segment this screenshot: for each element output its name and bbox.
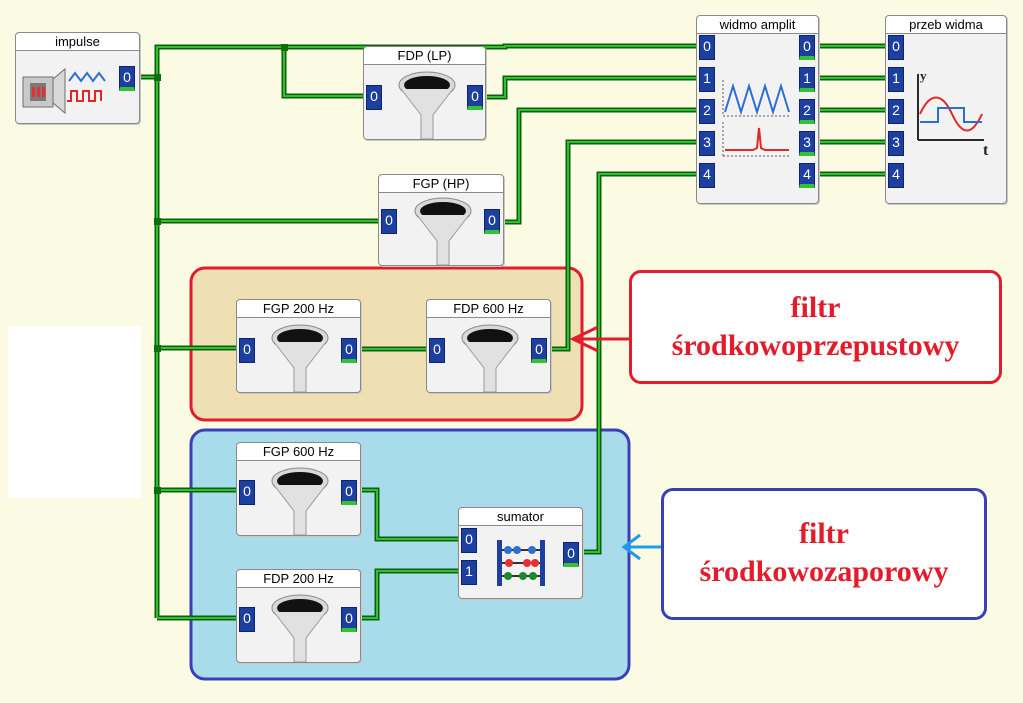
output-port-3[interactable]: 3 <box>799 131 815 156</box>
abacus-icon <box>497 540 545 586</box>
output-port-0[interactable]: 0 <box>799 35 815 60</box>
block-title: FDP 200 Hz <box>237 570 360 588</box>
spectrum-plot-block[interactable]: przeb widma 0 1 2 3 4 y t <box>885 15 1007 204</box>
wire-junctions <box>154 44 288 494</box>
funnel-icon <box>414 197 472 265</box>
block-title: impulse <box>16 33 139 51</box>
impulse-block[interactable]: impulse 0 <box>15 32 140 124</box>
funnel-icon <box>398 71 456 139</box>
blue-arrow <box>621 533 662 561</box>
input-port-2[interactable]: 2 <box>888 99 904 124</box>
output-port[interactable]: 0 <box>467 85 483 110</box>
block-title: FGP 200 Hz <box>237 300 360 318</box>
block-title: FGP (HP) <box>379 175 503 193</box>
input-port-4[interactable]: 4 <box>699 163 715 188</box>
input-port-1[interactable]: 1 <box>699 67 715 92</box>
input-port-2[interactable]: 2 <box>699 99 715 124</box>
input-port-0[interactable]: 0 <box>699 35 715 60</box>
waveform-plot-icon <box>917 74 984 141</box>
input-port-3[interactable]: 3 <box>888 131 904 156</box>
highpass-200hz-block[interactable]: FGP 200 Hz 0 0 <box>236 299 361 393</box>
summer-block[interactable]: sumator 0 1 0 <box>458 507 583 599</box>
output-port[interactable]: 0 <box>484 209 500 234</box>
block-title: FDP (LP) <box>364 47 485 65</box>
block-title: sumator <box>459 508 582 526</box>
output-port[interactable]: 0 <box>341 607 357 632</box>
spectrum-icon <box>722 80 791 157</box>
input-port[interactable]: 0 <box>429 338 445 363</box>
bandstop-callout: filtr środkowozaporowy <box>661 488 987 620</box>
input-port-1[interactable]: 1 <box>888 67 904 92</box>
block-title: FGP 600 Hz <box>237 443 360 461</box>
input-port-1[interactable]: 1 <box>461 560 477 585</box>
y-axis-label: y <box>920 68 927 83</box>
output-port[interactable]: 0 <box>563 542 579 567</box>
white-patch <box>8 326 141 498</box>
input-port[interactable]: 0 <box>366 85 382 110</box>
output-port-4[interactable]: 4 <box>799 163 815 188</box>
lowpass-600hz-block[interactable]: FDP 600 Hz 0 0 <box>426 299 551 393</box>
callout-line-2: środkowozaporowy <box>699 555 949 588</box>
input-port-4[interactable]: 4 <box>888 163 904 188</box>
output-port-2[interactable]: 2 <box>799 99 815 124</box>
input-port-0[interactable]: 0 <box>888 35 904 60</box>
callout-line-1: filtr <box>790 291 841 324</box>
input-port[interactable]: 0 <box>239 480 255 505</box>
output-port-1[interactable]: 1 <box>799 67 815 92</box>
block-title: widmo amplit <box>697 16 818 34</box>
block-title: przeb widma <box>886 16 1006 34</box>
highpass-600hz-block[interactable]: FGP 600 Hz 0 0 <box>236 442 361 536</box>
input-port-0[interactable]: 0 <box>461 528 477 553</box>
output-port[interactable]: 0 <box>341 338 357 363</box>
bandpass-callout: filtr środkowoprzepustowy <box>629 270 1002 384</box>
t-axis-label: t <box>983 142 989 159</box>
lowpass-filter-block[interactable]: FDP (LP) 0 0 <box>363 46 486 140</box>
funnel-icon <box>271 324 329 392</box>
output-port[interactable]: 0 <box>531 338 547 363</box>
output-port[interactable]: 0 <box>341 480 357 505</box>
funnel-icon <box>461 324 519 392</box>
block-title: FDP 600 Hz <box>427 300 550 318</box>
input-port[interactable]: 0 <box>239 607 255 632</box>
input-port-3[interactable]: 3 <box>699 131 715 156</box>
amplitude-spectrum-block[interactable]: widmo amplit 0 1 2 3 4 0 1 2 3 4 <box>696 15 819 204</box>
input-port[interactable]: 0 <box>239 338 255 363</box>
funnel-icon <box>271 467 329 535</box>
impulse-generator-icon <box>22 67 106 115</box>
highpass-filter-block[interactable]: FGP (HP) 0 0 <box>378 174 504 266</box>
output-port[interactable]: 0 <box>119 66 135 91</box>
funnel-icon <box>271 594 329 662</box>
input-port[interactable]: 0 <box>381 209 397 234</box>
callout-line-2: środkowoprzepustowy <box>671 329 960 362</box>
callout-line-1: filtr <box>799 517 849 550</box>
lowpass-200hz-block[interactable]: FDP 200 Hz 0 0 <box>236 569 361 663</box>
red-arrow <box>569 325 632 353</box>
